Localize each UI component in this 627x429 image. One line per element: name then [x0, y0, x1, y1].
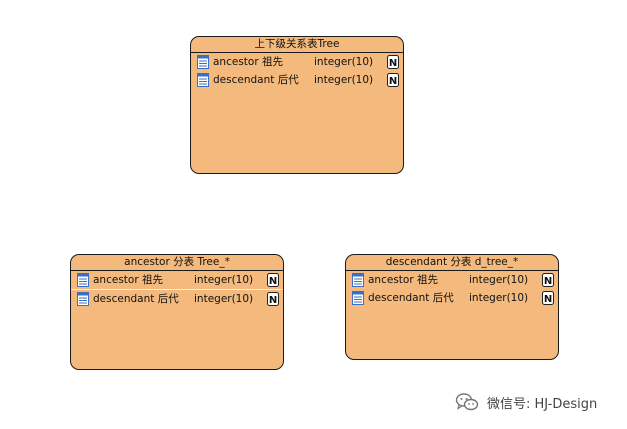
column-name: descendant 后代: [93, 293, 179, 305]
not-null-icon: N: [267, 273, 279, 287]
column-list: ancestor 祖先 integer(10) N descendant 后代 …: [71, 271, 283, 308]
entity-title: descendant 分表 d_tree_*: [346, 255, 558, 271]
null-flag: N: [269, 276, 277, 287]
column-icon: [197, 73, 209, 87]
column-icon: [77, 292, 89, 306]
column-list: ancestor 祖先 integer(10) N descendant 后代 …: [346, 271, 558, 307]
column-icon: [197, 55, 209, 69]
column-icon: [352, 291, 364, 305]
not-null-icon: N: [542, 273, 554, 287]
not-null-icon: N: [387, 73, 399, 87]
column-list: ancestor 祖先 integer(10) N descendant 后代 …: [191, 53, 403, 89]
column-icon: [352, 273, 364, 287]
null-flag: N: [544, 276, 552, 287]
column-type: integer(10): [194, 274, 254, 286]
null-flag: N: [269, 295, 277, 306]
entity-title: ancestor 分表 Tree_*: [71, 255, 283, 271]
column-type: integer(10): [194, 293, 254, 305]
column-type: integer(10): [469, 292, 529, 304]
column-name: ancestor 祖先: [213, 56, 283, 68]
null-flag: N: [389, 58, 397, 69]
not-null-icon: N: [542, 291, 554, 305]
column-icon: [77, 273, 89, 287]
entity-ancestor-shard[interactable]: ancestor 分表 Tree_* ancestor 祖先 integer(1…: [70, 254, 284, 370]
column-row-descendant[interactable]: descendant 后代 integer(10) N: [346, 289, 558, 307]
column-type: integer(10): [469, 274, 529, 286]
column-row-ancestor[interactable]: ancestor 祖先 integer(10) N: [191, 53, 403, 71]
wechat-logo-icon: [455, 392, 479, 412]
entity-descendant-shard[interactable]: descendant 分表 d_tree_* ancestor 祖先 integ…: [345, 254, 559, 360]
not-null-icon: N: [387, 55, 399, 69]
column-name: descendant 后代: [368, 292, 454, 304]
column-row-descendant[interactable]: descendant 后代 integer(10) N: [191, 71, 403, 89]
watermark-text: 微信号: HJ-Design: [487, 396, 598, 412]
column-row-ancestor[interactable]: ancestor 祖先 integer(10) N: [71, 271, 283, 289]
null-flag: N: [544, 294, 552, 305]
watermark: 微信号: HJ-Design: [455, 392, 597, 412]
null-flag: N: [389, 76, 397, 87]
column-row-ancestor[interactable]: ancestor 祖先 integer(10) N: [346, 271, 558, 289]
entity-tree[interactable]: 上下级关系表Tree ancestor 祖先 integer(10) N des…: [190, 36, 404, 174]
column-type: integer(10): [314, 56, 374, 68]
column-row-descendant[interactable]: descendant 后代 integer(10) N: [71, 289, 283, 308]
entity-title: 上下级关系表Tree: [191, 37, 403, 53]
column-name: ancestor 祖先: [93, 274, 163, 286]
column-type: integer(10): [314, 74, 374, 86]
column-name: descendant 后代: [213, 74, 299, 86]
not-null-icon: N: [267, 292, 279, 306]
column-name: ancestor 祖先: [368, 274, 438, 286]
